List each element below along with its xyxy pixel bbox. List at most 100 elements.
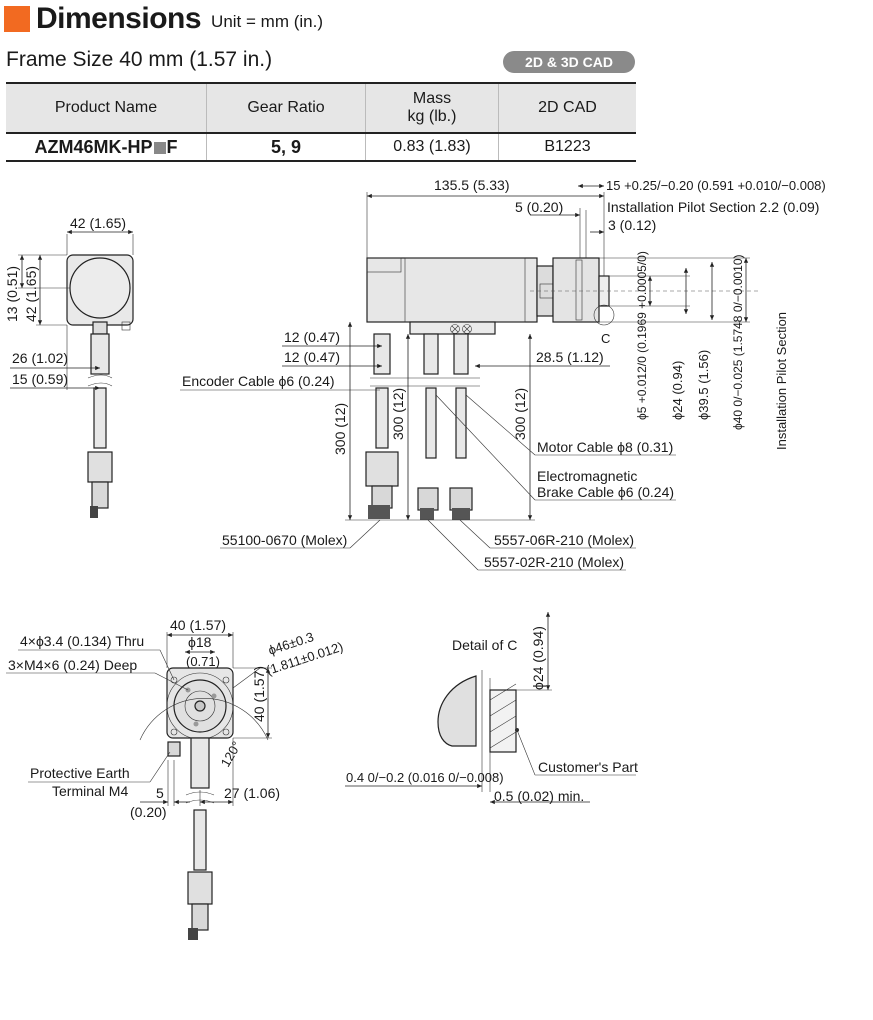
dim-300-a: 300 (12)	[332, 403, 348, 455]
cad-cell[interactable]: B1223	[498, 133, 636, 162]
encoder-cable-upper	[373, 333, 391, 375]
gap-05-label: 0.5 (0.02) min.	[494, 788, 584, 804]
side-connector	[87, 451, 113, 483]
dim-5-020: 5 (0.20)	[515, 199, 563, 215]
dim-15-059: 15 (0.59)	[12, 371, 68, 387]
encoder-plug	[368, 505, 390, 519]
brake-cable-lower	[425, 387, 437, 459]
mass-cell: 0.83 (1.83)	[365, 133, 499, 162]
header-mass-unit: kg (lb.)	[407, 108, 457, 125]
section-title: Dimensions	[36, 2, 202, 35]
header-gear-ratio: Gear Ratio	[206, 82, 366, 134]
product-name-cell: AZM46MK-HP F	[6, 133, 207, 162]
dim-13-051: 13 (0.51)	[4, 266, 20, 322]
header-2d-cad: 2D CAD	[498, 82, 636, 134]
flange-cable-lower	[193, 809, 207, 871]
shaft-39-5-label: ϕ39.5 (1.56)	[696, 350, 711, 420]
dim-15-tol: 15 +0.25/−0.20 (0.591 +0.010/−0.008)	[606, 178, 826, 193]
earth-terminal-box	[167, 741, 181, 757]
brake-cable-label-1: Electromagnetic	[537, 468, 637, 484]
dim-300-c: 300 (12)	[512, 388, 528, 440]
side-terminal	[121, 321, 131, 331]
brake-cable-label-2: Brake Cable ϕ6 (0.24)	[537, 484, 674, 500]
motor-connector	[449, 487, 473, 511]
tapped-holes-label: 3×M4×6 (0.24) Deep	[8, 657, 137, 673]
section-header: Dimensions Unit = mm (in.)	[4, 2, 323, 36]
frame-size-title: Frame Size 40 mm (1.57 in.)	[6, 48, 273, 71]
side-cable-lower	[93, 387, 107, 449]
dim-40-157-v: 40 (1.57)	[251, 666, 267, 722]
thru-holes-label: 4×ϕ3.4 (0.134) Thru	[20, 633, 144, 649]
table-row: AZM46MK-HP F 5, 9 0.83 (1.83) B1223	[6, 133, 636, 162]
conn-5557-06-label: 5557-06R-210 (Molex)	[494, 532, 634, 548]
detail-24-label: ϕ24 (0.94)	[530, 626, 546, 690]
shaft-24-label: ϕ24 (0.94)	[670, 361, 685, 420]
side-view: 42 (1.65) 13 (0.51) 42 (1.65) 26 (1.02) …	[4, 215, 134, 518]
dim-020: (0.20)	[130, 804, 167, 820]
side-connector-plug	[91, 481, 109, 509]
cable-block	[409, 321, 496, 335]
motor-cable-upper	[453, 333, 469, 375]
label-c: C	[601, 331, 610, 346]
dim-135-5: 135.5 (5.33)	[434, 177, 510, 193]
earth-label-2: Terminal M4	[52, 783, 128, 799]
dim-12-047-b: 12 (0.47)	[284, 349, 340, 365]
header-mass-label: Mass	[412, 90, 452, 107]
dim-27-106: 27 (1.06)	[224, 785, 280, 801]
cad-badge[interactable]: 2D & 3D CAD	[503, 51, 635, 73]
product-suffix: F	[166, 136, 178, 157]
encoder-cable-label: Encoder Cable ϕ6 (0.24)	[182, 373, 335, 389]
motor-body	[366, 257, 538, 323]
side-motor-circle	[69, 257, 131, 319]
product-prefix: AZM46MK-HP	[34, 136, 153, 157]
side-cable-gland	[92, 321, 108, 335]
conn-5557-02-label: 5557-02R-210 (Molex)	[484, 554, 624, 570]
flange-connector	[187, 871, 213, 905]
encoder-cable-lower	[375, 387, 389, 449]
detail-c-title: Detail of C	[452, 637, 517, 653]
placeholder-square	[153, 141, 166, 154]
side-cable-upper	[90, 333, 110, 375]
dim-3-012: 3 (0.12)	[608, 217, 656, 233]
gear-ratio-cell: 5, 9	[206, 133, 366, 162]
front-view: C 135.5 (5.33) 15 +0.25/−0.20 (0.591 +0.…	[180, 177, 826, 571]
unit-note: Unit = mm (in.)	[211, 12, 323, 31]
dim-12-047-a: 12 (0.47)	[284, 329, 340, 345]
dim-40-157: 40 (1.57)	[170, 617, 226, 633]
dim-071: (0.71)	[186, 654, 220, 669]
pilot-section: Installation Pilot Section 2.2 (0.09)	[607, 199, 819, 215]
spec-table: Product Name Gear Ratio Mass kg (lb.) 2D…	[6, 82, 636, 162]
earth-label-1: Protective Earth	[30, 765, 130, 781]
shaft-5-label: ϕ5 +0.012/0 (0.1969 +0.0005/0)	[635, 251, 649, 420]
encoder-connector	[365, 451, 399, 487]
dim-300-b: 300 (12)	[390, 388, 406, 440]
conn-55100-label: 55100-0670 (Molex)	[222, 532, 347, 548]
flange-shaft	[194, 700, 206, 712]
header-mass: Mass kg (lb.)	[365, 82, 499, 134]
gap-04-label: 0.4 0/−0.2 (0.016 0/−0.008)	[346, 770, 504, 785]
brake-connector	[417, 487, 439, 511]
dim-42-165-v: 42 (1.65)	[23, 266, 39, 322]
side-plug-tip	[90, 506, 98, 518]
angle-120: 120°	[218, 739, 244, 770]
pilot-vertical-label: Installation Pilot Section	[774, 312, 789, 450]
brake-cable-upper	[423, 333, 439, 375]
customer-part-label: Customer's Part	[538, 759, 638, 775]
flange-view: 40 (1.57) 4×ϕ3.4 (0.134) Thru 3×M4×6 (0.…	[6, 617, 345, 940]
dim-5: 5	[156, 785, 164, 801]
dim-18: ϕ18	[188, 634, 212, 650]
dim-42-165: 42 (1.65)	[70, 215, 126, 231]
detail-c-view: Detail of C Customer's Part ϕ24 (0.94) 0…	[345, 612, 638, 805]
shaft-40-label: ϕ40 0/−0.025 (1.5748 0/−0.0010)	[731, 254, 745, 430]
header-product-name: Product Name	[6, 82, 207, 134]
customer-part-block	[489, 689, 517, 753]
detail-gear-edge	[437, 675, 477, 747]
motor-cable-label: Motor Cable ϕ8 (0.31)	[537, 439, 673, 455]
detail-c-circle	[593, 304, 615, 326]
motor-cable-lower	[455, 387, 467, 459]
dim-28-5: 28.5 (1.12)	[536, 349, 604, 365]
flange-cable-upper	[190, 737, 210, 789]
dim-26-102: 26 (1.02)	[12, 350, 68, 366]
header-accent-square	[4, 6, 30, 32]
